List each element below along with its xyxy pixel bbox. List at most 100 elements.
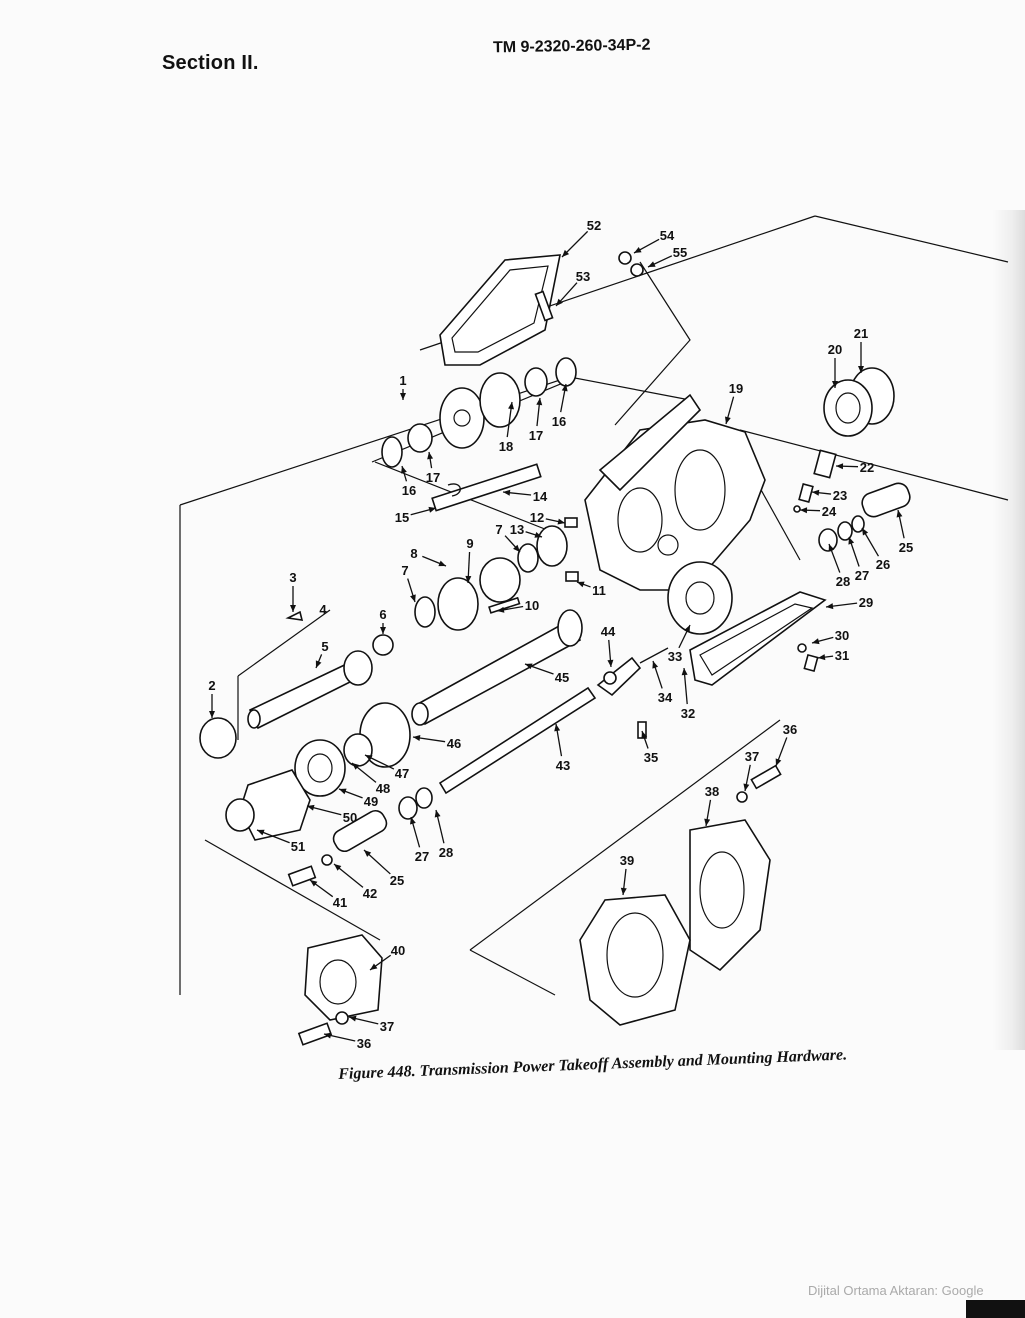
page-edge-shadow — [992, 210, 1025, 1050]
callout-c7: 7 — [401, 563, 408, 578]
leader-arrow-c7b — [513, 544, 520, 552]
callout-c10: 10 — [525, 598, 539, 613]
leader-arrow-c12 — [557, 518, 565, 525]
callout-c48: 48 — [376, 781, 390, 796]
callout-c20: 20 — [828, 342, 842, 357]
spring-washer-group-lower — [287, 787, 433, 887]
leader-arrow-c53 — [556, 298, 563, 306]
callout-c29: 29 — [859, 595, 873, 610]
leader-arrow-c49 — [339, 788, 347, 795]
gasket-52 — [439, 254, 561, 366]
leader-arrow-c48 — [352, 763, 360, 770]
boundary-lines — [179, 215, 1009, 996]
callout-c26: 26 — [876, 557, 890, 572]
washer-37-upper — [736, 791, 748, 803]
leader-arrow-c36a — [775, 758, 782, 766]
leader-arrow-c25b — [364, 850, 372, 857]
callout-labels: 1234567891011121371415161718171619202122… — [208, 218, 913, 1051]
leader-arrow-c46 — [413, 735, 421, 741]
leader-arrow-c40 — [370, 963, 378, 970]
leader-arrow-c50 — [307, 804, 315, 811]
nut-55 — [630, 263, 644, 277]
plate-29 — [689, 591, 827, 686]
callout-c38: 38 — [705, 784, 719, 799]
seal-51 — [225, 798, 255, 832]
callout-c19: 19 — [729, 381, 743, 396]
callout-c5: 5 — [321, 639, 328, 654]
leader-arrow-c55 — [648, 261, 656, 267]
gear-33-bore — [685, 581, 715, 615]
leader-arrow-c41 — [310, 880, 318, 887]
leader-arrow-c8 — [438, 560, 446, 567]
bolt-36-upper — [750, 764, 782, 790]
bolt-36-lower — [297, 1022, 333, 1046]
fitting-23 — [798, 482, 814, 504]
section-heading: Section II. — [162, 52, 259, 74]
callout-c30: 30 — [835, 628, 849, 643]
leader-arrow-c36b — [324, 1032, 332, 1039]
leader-arrow-c28a — [828, 544, 835, 552]
callout-c28a: 28 — [836, 574, 850, 589]
leader-arrow-c23 — [812, 489, 820, 496]
callout-c49: 49 — [364, 794, 378, 809]
callout-c8: 8 — [410, 546, 417, 561]
leader-arrow-c38 — [704, 818, 711, 826]
callout-c52: 52 — [587, 218, 601, 233]
callout-c4: 4 — [319, 602, 327, 617]
leader-arrow-c27a — [848, 537, 855, 545]
leader-arrow-c29 — [826, 603, 834, 610]
bearing-6 — [372, 634, 394, 656]
leader-arrow-c3 — [290, 605, 296, 612]
cover-40 — [304, 934, 383, 1021]
callout-c14: 14 — [533, 489, 548, 504]
gear-33 — [667, 561, 733, 635]
callout-c11: 11 — [592, 583, 606, 598]
leader-arrow-c17a — [427, 452, 434, 460]
callout-c45: 45 — [555, 670, 569, 685]
callout-c21: 21 — [854, 326, 868, 341]
leader-arrow-c11 — [577, 581, 585, 588]
leader-arrow-c35 — [641, 731, 648, 739]
leader-arrow-c27b — [410, 817, 416, 825]
leader-arrow-c19 — [724, 416, 731, 424]
leader-arrow-c24 — [800, 507, 808, 514]
callout-c41: 41 — [333, 895, 347, 910]
callout-c27b: 27 — [415, 849, 429, 864]
callout-c37b: 37 — [380, 1019, 394, 1034]
callout-c6: 6 — [379, 607, 386, 622]
leader-arrow-c34 — [652, 661, 659, 669]
leader-arrow-c42 — [334, 864, 342, 871]
leader-arrow-c31 — [818, 654, 826, 661]
callout-c3: 3 — [289, 570, 296, 585]
stud-53 — [534, 290, 554, 322]
callout-c51: 51 — [291, 839, 305, 854]
leader-arrow-c39 — [620, 887, 627, 895]
leader-arrow-c45 — [525, 663, 533, 670]
callout-c13: 13 — [510, 522, 524, 537]
callout-c53: 53 — [576, 269, 590, 284]
leader-arrow-c30 — [812, 638, 820, 645]
leader-arrow-c26 — [862, 528, 869, 536]
leader-arrow-c1 — [400, 393, 406, 400]
plug-22 — [813, 449, 837, 479]
leader-arrow-c51 — [257, 829, 265, 836]
callout-c39: 39 — [620, 853, 634, 868]
callout-c36a: 36 — [783, 722, 797, 737]
callout-c42: 42 — [363, 886, 377, 901]
callout-c25a: 25 — [899, 540, 913, 555]
leader-arrow-c6 — [380, 627, 386, 634]
leader-arrow-c32 — [681, 668, 688, 676]
washer-37-lower — [335, 1011, 349, 1025]
callout-c35: 35 — [644, 750, 658, 765]
plate-29-inner — [699, 603, 814, 676]
leader-arrow-c20 — [832, 381, 838, 388]
callout-c40: 40 — [391, 943, 405, 958]
callout-c17a: 17 — [426, 470, 440, 485]
leader-arrow-c21 — [858, 366, 864, 373]
adapter-38-gasket-39 — [579, 819, 771, 1026]
output-gear-group — [294, 702, 411, 797]
housing-19 — [584, 393, 766, 591]
leader-arrow-c7 — [410, 594, 416, 602]
callout-c24: 24 — [822, 504, 837, 519]
